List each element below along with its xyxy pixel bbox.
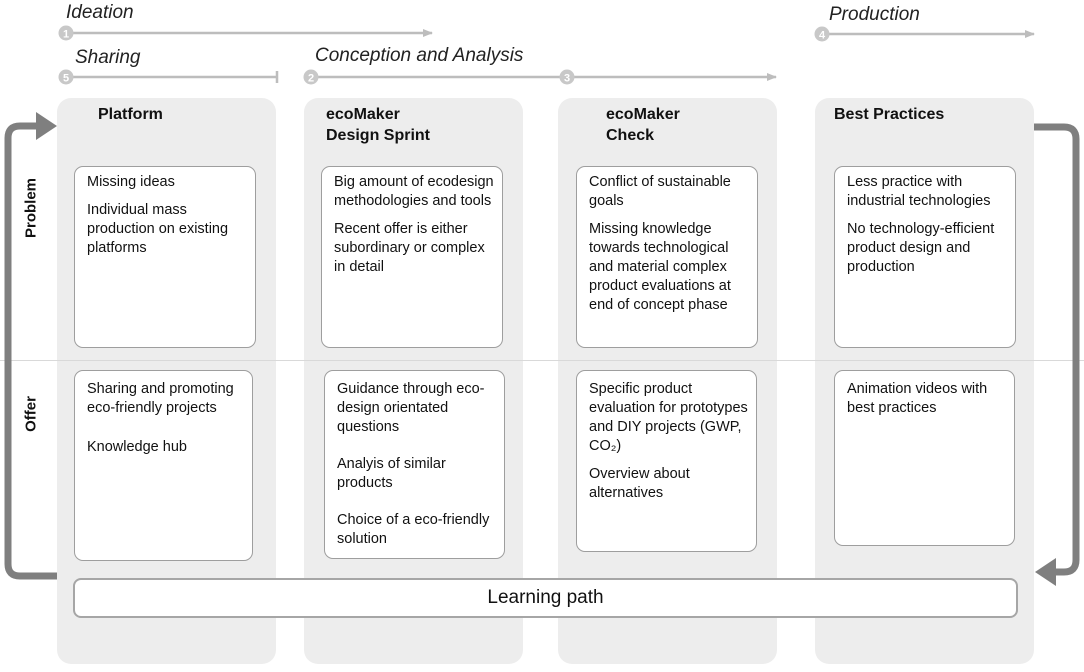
offer-item: Specific product evaluation for prototyp… xyxy=(589,381,748,454)
svg-text:1: 1 xyxy=(63,29,69,41)
offer-item: Knowledge hub xyxy=(87,439,187,455)
svg-text:3: 3 xyxy=(564,73,570,85)
column-title-platform: Platform xyxy=(98,106,163,123)
learning-path-label: Learning path xyxy=(487,587,604,608)
offer-item: Guidance through eco-design orientated q… xyxy=(337,381,485,435)
offer-item: Overview about alternatives xyxy=(589,466,690,501)
offer-box-check: Specific product evaluation for prototyp… xyxy=(576,370,757,552)
offer-box-platform: Sharing and promoting eco-friendly proje… xyxy=(74,370,253,561)
step-badge-5: 5 xyxy=(58,69,74,85)
svg-text:2: 2 xyxy=(308,73,314,85)
offer-box-best-practices: Animation videos with best practices xyxy=(834,370,1015,546)
row-divider xyxy=(0,360,1084,361)
problem-box-design-sprint: Big amount of ecodesign methodologies an… xyxy=(321,166,503,348)
step-badge-1: 1 xyxy=(58,25,74,41)
offer-item: Choice of a eco-friendly solution xyxy=(337,512,490,547)
step-badge-3: 3 xyxy=(559,69,575,85)
svg-text:5: 5 xyxy=(63,73,69,85)
offer-box-design-sprint: Guidance through eco-design orientated q… xyxy=(324,370,505,559)
step-badge-2: 2 xyxy=(303,69,319,85)
loop-arrow-left-head xyxy=(36,112,57,140)
problem-item: Conflict of sustainable goals xyxy=(589,174,731,209)
problem-box-platform: Missing ideas Individual mass production… xyxy=(74,166,256,348)
problem-item: Missing knowledge towards technological … xyxy=(589,221,731,313)
problem-box-best-practices: Less practice with industrial technologi… xyxy=(834,166,1016,348)
phase-label-sharing: Sharing xyxy=(75,47,141,68)
problem-item: No technology-efficient product design a… xyxy=(847,221,995,275)
problem-item: Recent offer is either subordinary or co… xyxy=(334,221,485,275)
step-badge-4: 4 xyxy=(814,26,830,42)
row-label-problem: Problem xyxy=(22,177,40,239)
row-label-offer: Offer xyxy=(22,396,40,432)
loop-arrow-left xyxy=(4,122,57,580)
offer-item: Analyis of similar products xyxy=(337,456,446,491)
loop-arrow-right xyxy=(1034,123,1080,576)
problem-item: Individual mass production on existing p… xyxy=(87,202,229,256)
column-title-best-practices: Best Practices xyxy=(834,106,945,123)
phase-label-production: Production xyxy=(829,4,920,25)
loop-arrow-right-head xyxy=(1035,558,1056,586)
problem-box-check: Conflict of sustainable goals Missing kn… xyxy=(576,166,758,348)
phase-label-ideation: Ideation xyxy=(66,2,134,23)
problem-item: Big amount of ecodesign methodologies an… xyxy=(334,174,494,209)
phase-label-conception: Conception and Analysis xyxy=(315,45,524,66)
problem-item: Less practice with industrial technologi… xyxy=(847,174,991,209)
column-title-check: ecoMaker Check xyxy=(606,106,680,144)
learning-path-bar: Learning path xyxy=(73,578,1018,618)
column-title-design-sprint: ecoMaker Design Sprint xyxy=(326,106,431,144)
problem-item: Missing ideas xyxy=(87,174,175,190)
offer-item: Animation videos with best practices xyxy=(847,381,988,416)
svg-text:4: 4 xyxy=(819,30,826,42)
offer-item: Sharing and promoting eco-friendly proje… xyxy=(87,381,234,416)
